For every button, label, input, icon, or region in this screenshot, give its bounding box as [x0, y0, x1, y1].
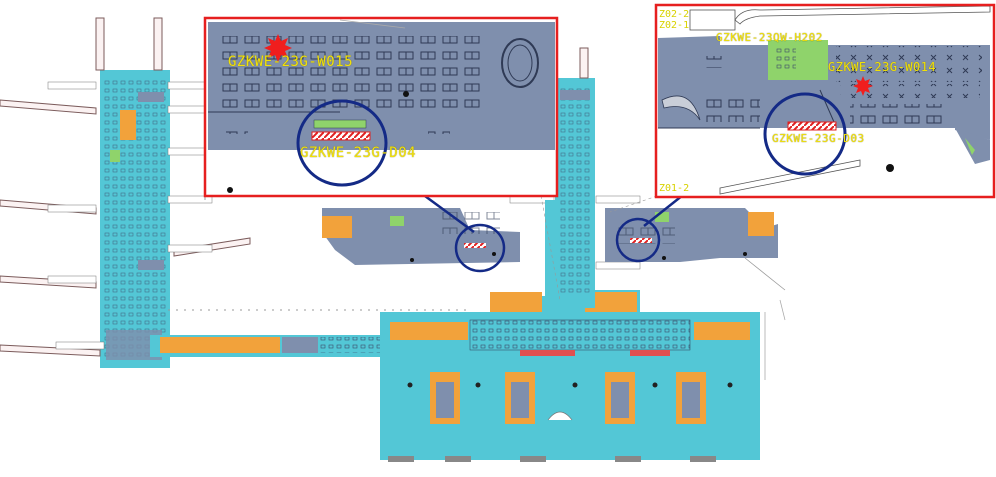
right-zone-label: GZKWE-23G-W014	[828, 60, 937, 74]
right-highlight-circle-icon	[615, 217, 661, 263]
right-zone-label-top: GZKWE-23QW-H202	[716, 31, 823, 44]
central-pier	[555, 47, 595, 308]
left-gate-lounge	[322, 208, 520, 265]
right-device-label: GZKWE-23G-D03	[772, 132, 865, 145]
right-device-marker	[787, 121, 837, 131]
right-top-tag-1: Z02-1	[659, 20, 690, 31]
left-callout-highlight-circle-icon	[296, 99, 388, 187]
main-terminal	[380, 200, 760, 462]
left-highlight-circle-icon	[454, 223, 506, 273]
left-device-label: GZKWE-23G-D04	[300, 145, 417, 161]
left-pier	[100, 70, 170, 368]
right-bottom-tag: Z01-2	[659, 183, 690, 194]
left-device-marker	[311, 131, 371, 141]
left-zone-label: GZKWE-23G-W015	[228, 54, 354, 70]
left-starburst-marker-icon	[264, 34, 292, 62]
left-callout	[203, 16, 561, 301]
right-top-tag-2: Z02-2	[659, 9, 690, 20]
connector-corridor	[150, 309, 470, 357]
right-callout-highlight-circle-icon	[763, 92, 847, 176]
right-starburst-marker-icon	[853, 76, 873, 96]
